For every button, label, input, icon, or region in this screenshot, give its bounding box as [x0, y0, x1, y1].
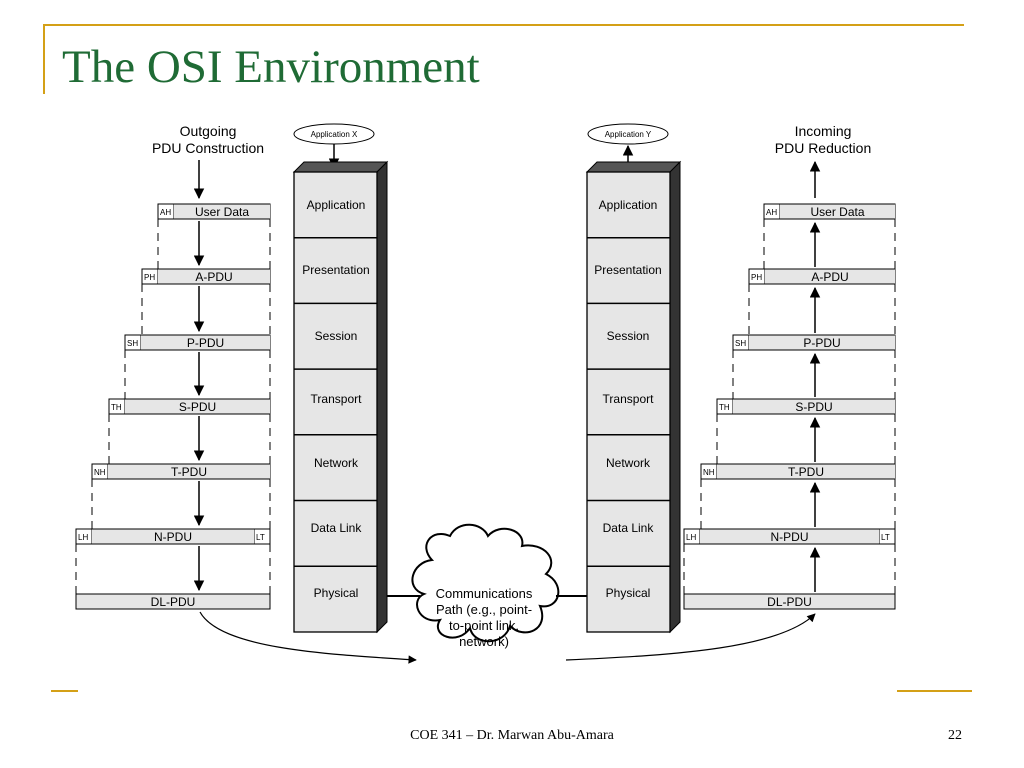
left-pdu-header-sh: SH [127, 339, 138, 348]
footer-rule-left [51, 690, 78, 692]
right-pdu-header-sh: SH [735, 339, 746, 348]
right-pdu-label-6: N-PDU [771, 530, 809, 544]
right-layer-transport: Transport [603, 392, 655, 406]
outgoing-transfer-arrow [199, 611, 417, 664]
application-x-label: Application X [311, 130, 358, 139]
incoming-label-line1: Incoming [795, 123, 852, 139]
application-y-label: Application Y [605, 130, 652, 139]
left-layer-transport: Transport [311, 392, 363, 406]
right-pdu-label-3: P-PDU [803, 336, 840, 350]
right-pdu-label-2: A-PDU [811, 270, 848, 284]
right-pdu-trailer-lt: LT [881, 533, 890, 542]
top-rule [43, 24, 964, 26]
left-pdu-header-nh: NH [94, 468, 106, 477]
footer-text: COE 341 – Dr. Marwan Abu-Amara [410, 728, 614, 743]
right-pdu-row-7 [683, 593, 896, 610]
right-layer-presentation: Presentation [594, 263, 661, 277]
incoming-label-line2: PDU Reduction [775, 140, 872, 156]
application-y-oval [587, 123, 669, 145]
cloud-text-line2: Path (e.g., point- [436, 602, 532, 617]
right-pdu-label-7: DL-PDU [767, 595, 812, 609]
left-pdu-header-lh: LH [78, 533, 88, 542]
incoming-transfer-arrow [565, 613, 816, 661]
left-layer-application: Application [307, 198, 366, 212]
right-pdu-label-1: User Data [810, 205, 864, 219]
right-layer-session: Session [607, 329, 650, 343]
left-pdu-label-5: T-PDU [171, 465, 207, 479]
slide-title: The OSI Environment [62, 41, 480, 93]
right-pdu-label-4: S-PDU [795, 400, 832, 414]
page-number: 22 [948, 728, 962, 743]
left-pdu-label-3: P-PDU [187, 336, 224, 350]
left-pdu-label-1: User Data [195, 205, 249, 219]
left-pdu-label-7: DL-PDU [151, 595, 196, 609]
left-layer-data-link: Data Link [311, 521, 363, 535]
left-osi-stack [292, 160, 389, 634]
left-pdu-label-2: A-PDU [195, 270, 232, 284]
left-layer-physical: Physical [314, 586, 359, 600]
left-layer-presentation: Presentation [302, 263, 369, 277]
outgoing-label-line1: Outgoing [180, 123, 237, 139]
left-pdu-header-th: TH [111, 403, 122, 412]
right-pdu-header-ph: PH [751, 273, 762, 282]
right-pdu-header-lh: LH [686, 533, 696, 542]
right-pdu-label-5: T-PDU [788, 465, 824, 479]
left-pdu-label-4: S-PDU [179, 400, 216, 414]
cloud-text-line4: network) [459, 634, 509, 649]
left-pdu-header-ph: PH [144, 273, 155, 282]
right-pdu-header-ah: AH [766, 208, 777, 217]
left-layer-session: Session [315, 329, 358, 343]
right-pdu-header-th: TH [719, 403, 730, 412]
left-layer-network: Network [314, 456, 359, 470]
right-osi-stack [585, 160, 682, 634]
outgoing-label-line2: PDU Construction [152, 140, 264, 156]
left-pdu-label-6: N-PDU [154, 530, 192, 544]
communications-cloud [411, 523, 560, 643]
left-pdu-header-ah: AH [160, 208, 171, 217]
right-layer-physical: Physical [606, 586, 651, 600]
left-pdu-row-7 [75, 593, 271, 610]
cloud-text-line3: to-point link, [449, 618, 519, 633]
right-layer-network: Network [606, 456, 651, 470]
footer-rule-right [897, 690, 972, 692]
cloud-text-line1: Communications [436, 586, 533, 601]
right-layer-application: Application [599, 198, 658, 212]
left-rule [43, 24, 45, 94]
right-layer-data-link: Data Link [603, 521, 655, 535]
left-pdu-trailer-lt: LT [256, 533, 265, 542]
right-pdu-header-nh: NH [703, 468, 715, 477]
